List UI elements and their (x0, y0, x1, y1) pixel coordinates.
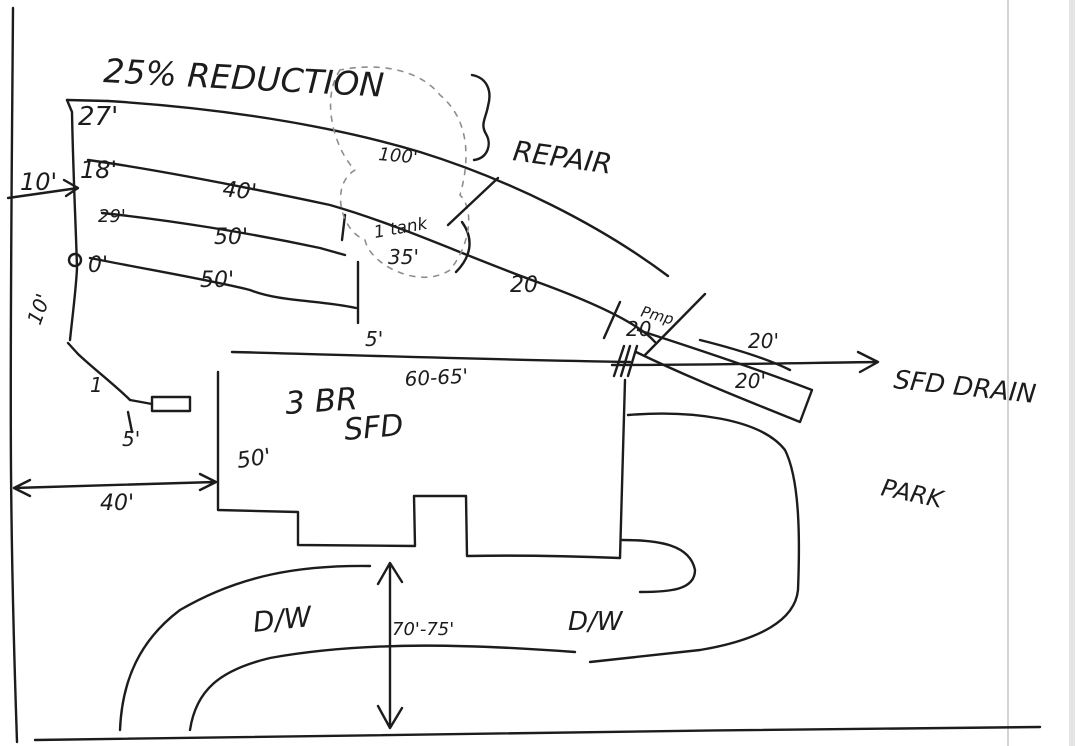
driveway-left-label: D/W (251, 600, 314, 639)
house-label-line1: 3 BR (284, 381, 359, 422)
tank-offset-tick (126, 410, 134, 434)
leach-trench-2 (86, 158, 657, 344)
drain-trench-mid (698, 338, 792, 372)
dim-50-a: 50' (214, 225, 248, 250)
distribution-box-valve (67, 252, 83, 268)
house-top-line (230, 350, 632, 364)
left-property-line (9, 6, 19, 744)
dim-0: 0' (88, 253, 108, 278)
dim-20-c: 20' (748, 329, 779, 353)
inlet-arrow (6, 178, 80, 200)
driveway-right-inner (620, 538, 697, 594)
dim-60-65: 60-65' (404, 364, 469, 391)
dim-50-house: 50' (235, 444, 272, 473)
side-setback-arrow (12, 472, 218, 498)
dim-20-b: 20 (626, 317, 651, 341)
park-label: PARK (879, 473, 948, 514)
repair-area-cloud (329, 66, 470, 279)
leach-trench-3 (100, 211, 347, 257)
header-pipe-top (65, 98, 110, 103)
driveway-left-inner (188, 644, 577, 732)
dim-27: 27' (78, 102, 118, 132)
dim-100: 100' (378, 144, 419, 168)
sfd-drain-line (610, 350, 880, 374)
dim-40-setback: 40' (100, 491, 134, 516)
house-outline (216, 370, 627, 560)
repair-pipe-1 (340, 213, 347, 242)
dim-70-75: 70'-75' (392, 619, 454, 640)
tank-note: 1 tank (372, 214, 430, 243)
repair-label: REPAIR (511, 134, 614, 181)
setback-arrow (376, 561, 404, 730)
dim-35: 35' (388, 245, 419, 269)
reduction-title: 25% REDUCTION (103, 51, 385, 105)
dim-29: 29' (98, 206, 126, 227)
dim-5-trench: 5' (365, 327, 383, 351)
dim-40: 40' (221, 177, 257, 205)
driveway-right-outer (588, 412, 801, 664)
repair-pointer (446, 176, 500, 227)
reduction-brace (470, 73, 491, 162)
sfd-drain-label: SFD DRAIN (892, 365, 1037, 410)
dim-20-a: 20 (510, 273, 538, 298)
dim-20-d: 20' (735, 369, 766, 393)
dim-5-tank: 5' (122, 427, 140, 451)
bottom-road-line (33, 725, 1042, 742)
drain-trench-box (634, 328, 814, 424)
house-label-line2: SFD (343, 408, 405, 448)
driveway-right-label: D/W (568, 607, 624, 637)
dim-50-b: 50' (200, 268, 234, 293)
dim-1: 1 (90, 373, 103, 397)
dim-10-header: 10' (22, 290, 55, 327)
repair-pipe-2 (454, 220, 471, 274)
driveway-left-outer (118, 564, 372, 732)
dim-18: 18' (80, 156, 117, 184)
dim-10-inlet: 10' (20, 168, 57, 196)
septic-tank (150, 395, 192, 413)
tank-line (66, 341, 154, 406)
header-pipe-vertical (65, 98, 79, 342)
leach-trench-4 (88, 256, 358, 310)
leach-trench-1 (106, 99, 670, 278)
